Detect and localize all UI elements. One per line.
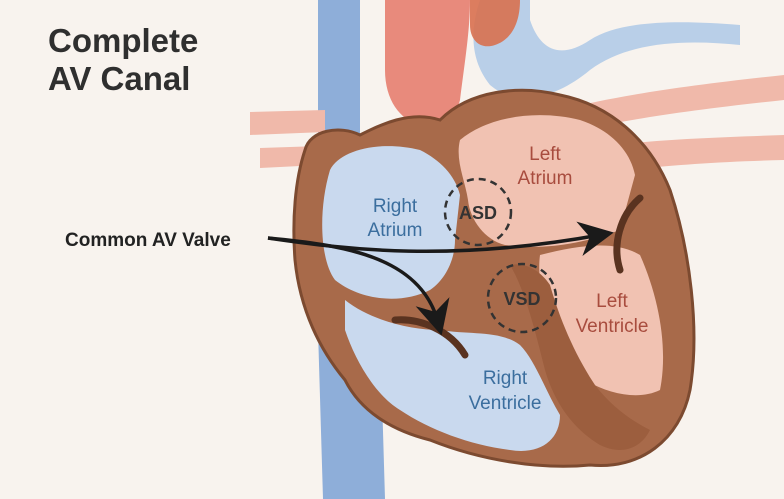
right-atrium-label-2: Atrium — [368, 220, 423, 241]
left-ventricle-label-2: Ventricle — [576, 316, 649, 337]
right-ventricle-label-1: Right — [483, 368, 528, 389]
title-line1: Complete — [48, 22, 198, 59]
right-atrium-label-1: Right — [373, 196, 418, 217]
asd-label: ASD — [459, 203, 497, 223]
common-av-valve-label: Common AV Valve — [65, 230, 231, 251]
title-line2: AV Canal — [48, 60, 190, 97]
right-ventricle-label-2: Ventricle — [469, 393, 542, 414]
left-atrium-label-2: Atrium — [518, 168, 573, 189]
vsd-label: VSD — [503, 289, 540, 309]
left-atrium-label-1: Left — [529, 144, 561, 165]
left-ventricle-label-1: Left — [596, 291, 628, 312]
